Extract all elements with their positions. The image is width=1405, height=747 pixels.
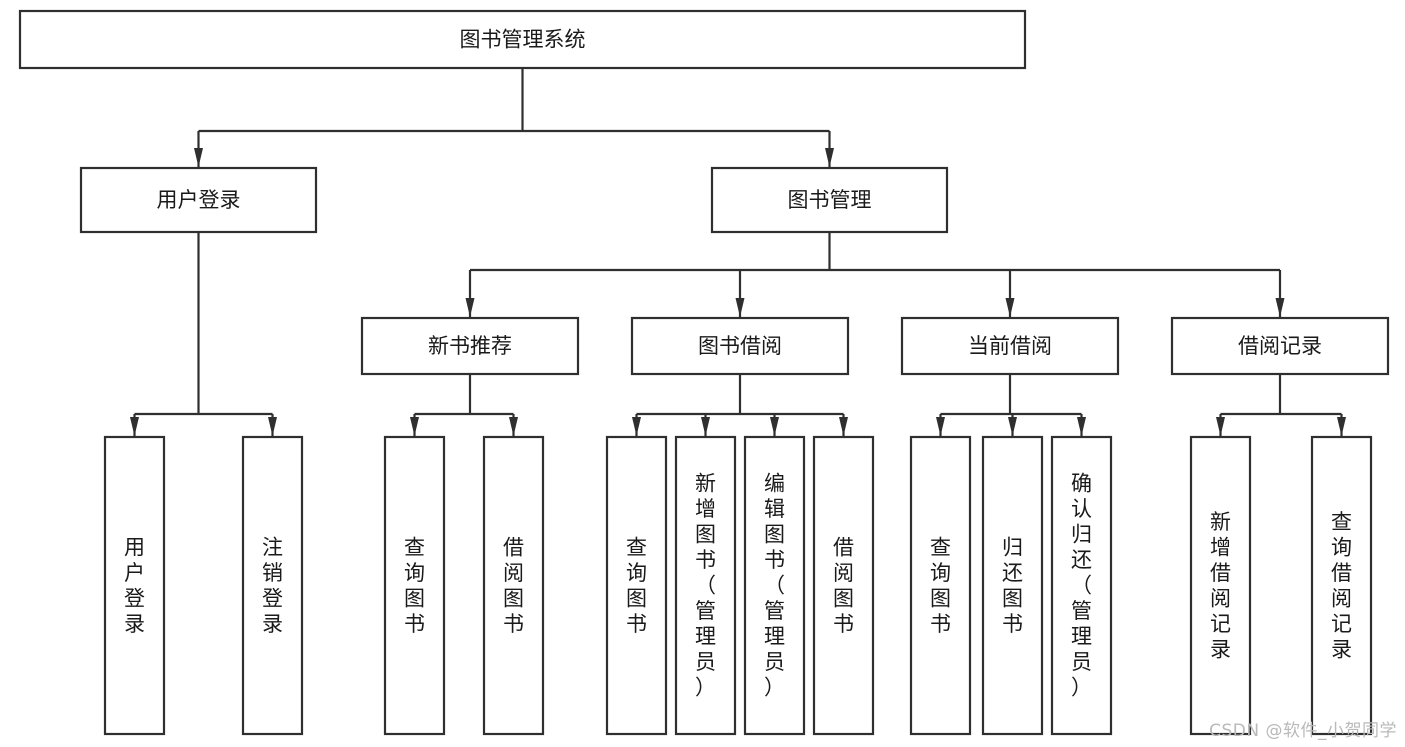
node-l3-借阅记录[interactable]: 借阅记录 — [1170, 316, 1390, 376]
node-leaf-1-注销登录-rect[interactable] — [241, 435, 304, 736]
borrow-to-leaves-branch-0-arrowhead — [632, 417, 641, 436]
node-leaf-10-确认归还管理员-rect[interactable] — [1050, 435, 1113, 736]
node-leaf-7-借阅图书-rect[interactable] — [812, 435, 875, 736]
node-leaf-3-借阅图书-label: 借阅图书 — [503, 535, 524, 636]
node-root-图书管理系统-rect[interactable] — [18, 9, 1027, 70]
node-leaf-9-归还图书[interactable]: 归还图书 — [981, 435, 1044, 736]
book-mgmt-to-level3-branch-2-arrowhead — [1005, 298, 1015, 317]
book-mgmt-to-level3-branch-3-arrowhead — [1275, 298, 1285, 317]
node-leaf-9-归还图书-label: 归还图书 — [1002, 535, 1023, 636]
node-root-图书管理系统-label: 图书管理系统 — [460, 28, 586, 52]
node-leaf-2-查询图书[interactable]: 查询图书 — [383, 435, 446, 736]
user-login-to-leaves-branch-0-arrowhead — [130, 417, 139, 436]
node-leaf-12-查询借阅记录-label: 查询借阅记录 — [1331, 510, 1352, 662]
node-leaf-0-用户登录-label: 用户登录 — [124, 535, 145, 636]
node-leaf-7-借阅图书[interactable]: 借阅图书 — [812, 435, 875, 736]
borrow-record-to-leaves-branch-0-arrowhead — [1216, 417, 1225, 436]
boxes-layer: 图书管理系统用户登录图书管理新书推荐图书借阅当前借阅借阅记录用户登录注销登录查询… — [18, 9, 1390, 736]
node-l3-当前借阅-rect[interactable] — [900, 316, 1120, 376]
node-leaf-4-查询图书-label: 查询图书 — [626, 535, 647, 636]
node-leaf-1-注销登录-label: 注销登录 — [262, 535, 283, 636]
node-l2-图书管理-label: 图书管理 — [788, 188, 872, 212]
node-leaf-11-新增借阅记录-rect[interactable] — [1189, 435, 1252, 736]
node-leaf-4-查询图书-rect[interactable] — [605, 435, 668, 736]
node-l2-用户登录-rect[interactable] — [79, 166, 318, 234]
node-l3-新书推荐-rect[interactable] — [360, 316, 580, 376]
node-l2-图书管理[interactable]: 图书管理 — [710, 166, 949, 234]
node-l2-用户登录-label: 用户登录 — [157, 188, 241, 212]
node-l3-新书推荐[interactable]: 新书推荐 — [360, 316, 580, 376]
node-l3-当前借阅-label: 当前借阅 — [968, 334, 1052, 358]
node-leaf-0-用户登录[interactable]: 用户登录 — [103, 435, 166, 736]
node-l3-新书推荐-label: 新书推荐 — [428, 334, 512, 358]
node-l3-图书借阅-label: 图书借阅 — [698, 334, 782, 358]
csdn-watermark: CSDN @软件_小贺同学 — [1209, 721, 1397, 741]
book-mgmt-to-level3-branch-1-arrowhead — [735, 298, 745, 317]
node-leaf-6-编辑图书管理员-rect[interactable] — [743, 435, 806, 736]
node-leaf-11-新增借阅记录-label: 新增借阅记录 — [1210, 510, 1231, 662]
borrow-to-leaves-branch-3-arrowhead — [839, 417, 848, 436]
node-l2-用户登录[interactable]: 用户登录 — [79, 166, 318, 234]
node-l3-当前借阅[interactable]: 当前借阅 — [900, 316, 1120, 376]
node-leaf-10-确认归还管理员[interactable]: 确认归还（管理员） — [1050, 435, 1113, 736]
node-leaf-8-查询图书-rect[interactable] — [909, 435, 972, 736]
node-l3-图书借阅[interactable]: 图书借阅 — [630, 316, 850, 376]
new-book-to-leaves-branch-0-arrowhead — [410, 417, 419, 436]
node-leaf-2-查询图书-rect[interactable] — [383, 435, 446, 736]
current-borrow-to-leaves-branch-1-arrowhead — [1008, 417, 1017, 436]
new-book-to-leaves-branch-1-arrowhead — [509, 417, 518, 436]
node-l3-借阅记录-label: 借阅记录 — [1238, 334, 1322, 358]
root-to-level2-branch-0-arrowhead — [194, 148, 203, 167]
connectors-layer — [130, 68, 1346, 436]
root-to-level2-branch-1-arrowhead — [825, 148, 834, 167]
node-l3-图书借阅-rect[interactable] — [630, 316, 850, 376]
user-login-to-leaves-branch-1-arrowhead — [268, 417, 277, 436]
node-leaf-5-新增图书管理员[interactable]: 新增图书（管理员） — [674, 435, 737, 736]
node-leaf-3-借阅图书[interactable]: 借阅图书 — [482, 435, 545, 736]
node-leaf-10-确认归还管理员-label: 确认归还（管理员） — [1071, 472, 1092, 700]
node-leaf-12-查询借阅记录[interactable]: 查询借阅记录 — [1310, 435, 1373, 736]
book-mgmt-to-level3-branch-0-arrowhead — [465, 298, 475, 317]
node-root-图书管理系统[interactable]: 图书管理系统 — [18, 9, 1027, 70]
node-leaf-6-编辑图书管理员-label: 编辑图书（管理员） — [764, 472, 785, 700]
node-leaf-3-借阅图书-rect[interactable] — [482, 435, 545, 736]
node-leaf-8-查询图书[interactable]: 查询图书 — [909, 435, 972, 736]
borrow-to-leaves-branch-2-arrowhead — [770, 417, 779, 436]
node-leaf-0-用户登录-rect[interactable] — [103, 435, 166, 736]
node-leaf-8-查询图书-label: 查询图书 — [930, 535, 951, 636]
node-l2-图书管理-rect[interactable] — [710, 166, 949, 234]
node-leaf-4-查询图书[interactable]: 查询图书 — [605, 435, 668, 736]
node-leaf-1-注销登录[interactable]: 注销登录 — [241, 435, 304, 736]
node-leaf-9-归还图书-rect[interactable] — [981, 435, 1044, 736]
node-leaf-11-新增借阅记录[interactable]: 新增借阅记录 — [1189, 435, 1252, 736]
node-leaf-5-新增图书管理员-label: 新增图书（管理员） — [695, 472, 716, 700]
node-l3-借阅记录-rect[interactable] — [1170, 316, 1390, 376]
node-leaf-2-查询图书-label: 查询图书 — [404, 535, 425, 636]
node-leaf-12-查询借阅记录-rect[interactable] — [1310, 435, 1373, 736]
current-borrow-to-leaves-branch-0-arrowhead — [936, 417, 945, 436]
node-leaf-7-借阅图书-label: 借阅图书 — [833, 535, 854, 636]
borrow-record-to-leaves-branch-1-arrowhead — [1337, 417, 1346, 436]
borrow-to-leaves-branch-1-arrowhead — [701, 417, 710, 436]
node-leaf-5-新增图书管理员-rect[interactable] — [674, 435, 737, 736]
node-leaf-6-编辑图书管理员[interactable]: 编辑图书（管理员） — [743, 435, 806, 736]
current-borrow-to-leaves-branch-2-arrowhead — [1077, 417, 1086, 436]
